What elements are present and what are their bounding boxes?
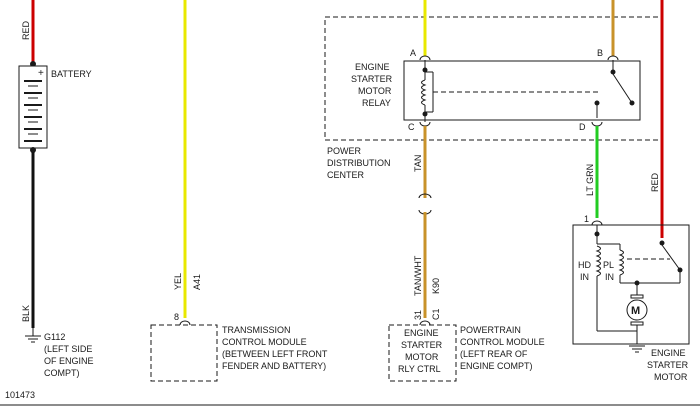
battery-plus-sign: +	[38, 68, 44, 79]
pdc-box	[324, 16, 663, 141]
pl-in-label: IN	[605, 272, 614, 282]
tan-wht-wire-label: TAN/WHT	[413, 255, 423, 296]
g112-line1: (LEFT SIDE	[44, 344, 92, 354]
pcm-line4: ENGINE COMPT)	[460, 361, 533, 371]
relay-pin-d: D	[579, 122, 586, 132]
relay-name-line1: ENGINE	[355, 62, 390, 72]
tcm-circuit: YEL A41 8 TRANSMISSION CONTROL MODULE (B…	[150, 0, 328, 382]
motor-label: M	[631, 305, 640, 317]
figure-id: 101473	[5, 390, 35, 400]
battery-cells	[24, 80, 42, 142]
g112-line3: COMPT)	[44, 368, 80, 378]
starter-line3: MOTOR	[654, 372, 688, 382]
power-distribution-center: A C B D ENGINE STARTER MOTOR RELAY	[324, 0, 663, 180]
starter-box	[572, 224, 690, 345]
pcm-box-line4: RLY CTRL	[398, 364, 441, 374]
pcm-box	[388, 324, 457, 382]
battery-label: BATTERY	[51, 69, 92, 79]
tcm-line3: (BETWEEN LEFT FRONT	[222, 349, 328, 359]
starter-red-wire-label: RED	[650, 172, 660, 192]
pdc-line1: POWER	[327, 146, 362, 156]
tcm-line2: CONTROL MODULE	[222, 337, 307, 347]
pull-in-coil	[618, 249, 624, 276]
pcm-box-line3: MOTOR	[405, 352, 439, 362]
pcm-connector	[419, 320, 431, 326]
relay-name-line4: RELAY	[362, 98, 391, 108]
pdc-line3: CENTER	[327, 170, 365, 180]
tcm-line1: TRANSMISSION	[222, 325, 291, 335]
tcm-circuit-label: A41	[192, 274, 202, 290]
relay-name-line3: MOTOR	[358, 86, 392, 96]
pcm-pin: 31	[413, 310, 423, 320]
starter-pin: 1	[584, 214, 589, 224]
battery-bottom-splice	[30, 147, 36, 153]
tcm-connector	[179, 320, 191, 326]
hd-label: HD	[578, 260, 591, 270]
tcm-box	[150, 324, 218, 382]
hd-in-label: IN	[580, 272, 589, 282]
pdc-line2: DISTRIBUTION	[327, 158, 391, 168]
tcm-pin: 8	[174, 312, 179, 322]
relay-pin-c: C	[408, 122, 415, 132]
hold-in-coil	[595, 245, 601, 277]
battery-red-wire-label: RED	[21, 20, 31, 40]
pl-label: PL	[603, 260, 614, 270]
relay-name-line2: STARTER	[351, 74, 393, 84]
pcm-line3: (LEFT REAR OF	[460, 349, 528, 359]
tcm-line4: FENDER AND BATTERY)	[222, 361, 326, 371]
relay-pin-b: B	[597, 48, 603, 58]
k90-circuit-label: K90	[431, 278, 441, 294]
g112-name: G112	[44, 332, 65, 342]
ground-g112: G112 (LEFT SIDE OF ENGINE COMPT)	[25, 328, 94, 378]
battery-ground-wire-label: BLK	[21, 305, 31, 322]
pcm-line1: POWERTRAIN	[460, 325, 521, 335]
tan-wire-label: TAN	[413, 155, 423, 172]
pcm-circuit: TAN TAN/WHT K90 31 C1 ENGINE STARTER MOT…	[388, 126, 545, 382]
battery-circuit: RED + BATTERY BLK	[18, 0, 92, 328]
starter-line1: ENGINE	[651, 348, 686, 358]
starter-line2: STARTER	[647, 360, 689, 370]
tcm-wire-color-label: YEL	[173, 273, 183, 290]
g112-line2: OF ENGINE	[44, 356, 94, 366]
pcm-box-line2: STARTER	[401, 340, 443, 350]
motor-symbol	[626, 299, 648, 321]
relay-pin-a: A	[410, 48, 416, 58]
starter-motor: 1 HD IN PL IN M	[572, 214, 690, 382]
starter-switch-contact	[661, 244, 681, 271]
lt-grn-wire-label: LT GRN	[585, 164, 595, 196]
pcm-connector-id: C1	[431, 308, 441, 320]
relay-coil	[421, 79, 427, 106]
pcm-line2: CONTROL MODULE	[460, 337, 545, 347]
relay-switch-contact	[612, 73, 633, 104]
relay-box	[403, 60, 641, 121]
pcm-box-line1: ENGINE	[404, 328, 439, 338]
